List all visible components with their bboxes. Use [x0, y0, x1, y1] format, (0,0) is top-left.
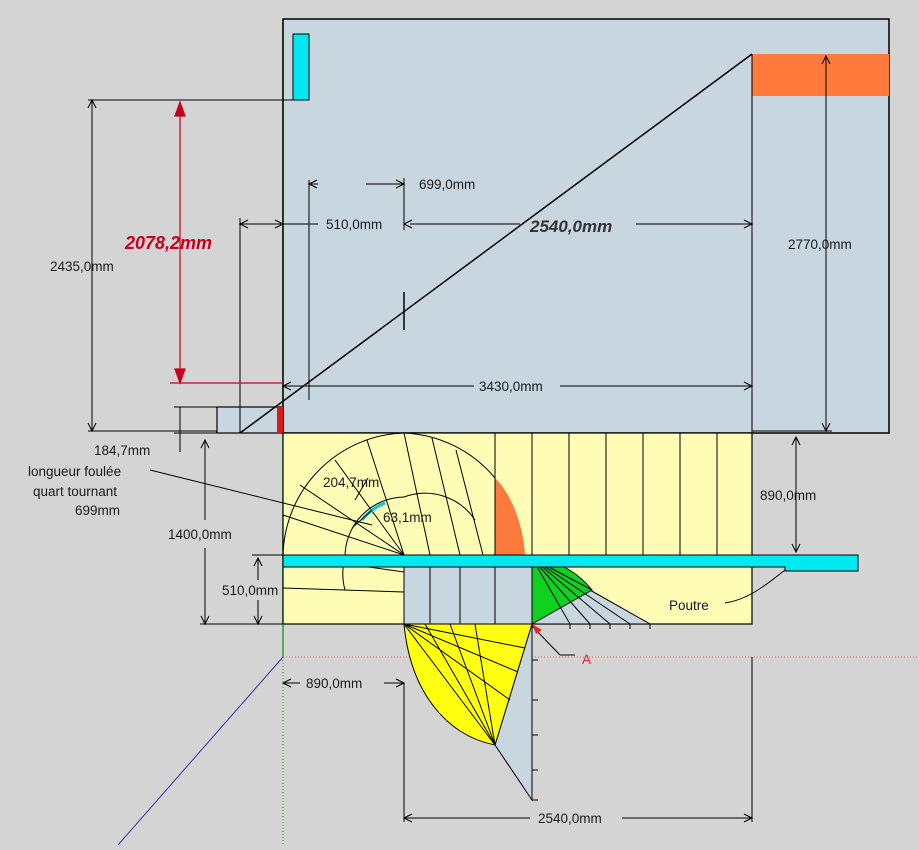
dim-510-left-label: 510,0mm [222, 583, 278, 598]
dim-2435-label: 2435,0mm [50, 259, 114, 274]
orange-quarter-marker [495, 478, 525, 555]
poutre-label: Poutre [669, 598, 709, 613]
dim-2078-label: 2078,2mm [124, 233, 212, 253]
dim-890-bottom-label: 890,0mm [306, 676, 362, 691]
dim-3430-label: 3430,0mm [479, 379, 543, 394]
point-a-arrowhead [532, 624, 542, 634]
dim-699-label: 699,0mm [419, 177, 475, 192]
dim-890-right-label: 890,0mm [760, 488, 816, 503]
dim-184-label: 184,7mm [94, 443, 150, 458]
stair-slope-line [239, 53, 753, 434]
landing-gray[interactable] [403, 557, 533, 625]
cyan-winder-arc [360, 501, 386, 521]
dim-204-label: 204,7mm [323, 475, 379, 490]
longueur-note-line2: quart tournant [33, 484, 117, 499]
dim-2770-label: 2770,0mm [788, 237, 852, 252]
blue-axis [117, 656, 284, 846]
dim-1400-label: 1400,0mm [168, 527, 232, 542]
dim-63-label: 63,1mm [383, 510, 432, 525]
step-ticks [532, 624, 651, 801]
poutre-beam[interactable] [282, 554, 859, 572]
dimension-lines [87, 54, 832, 823]
dim-2540-top-label: 2540,0mm [529, 217, 612, 236]
dim-2540-bottom-label: 2540,0mm [538, 811, 602, 826]
longueur-note-line1: longueur foulée [28, 464, 121, 479]
point-a-label: A [582, 652, 591, 667]
red-floor-mark [277, 407, 283, 433]
orange-top-marker [752, 54, 889, 96]
wall-step-ledge[interactable] [216, 406, 284, 434]
red-dimension-line [170, 100, 283, 385]
longueur-note-line3: 699mm [75, 503, 120, 518]
cyan-top-marker [292, 33, 310, 101]
dim-510-top-label: 510,0mm [326, 217, 382, 232]
